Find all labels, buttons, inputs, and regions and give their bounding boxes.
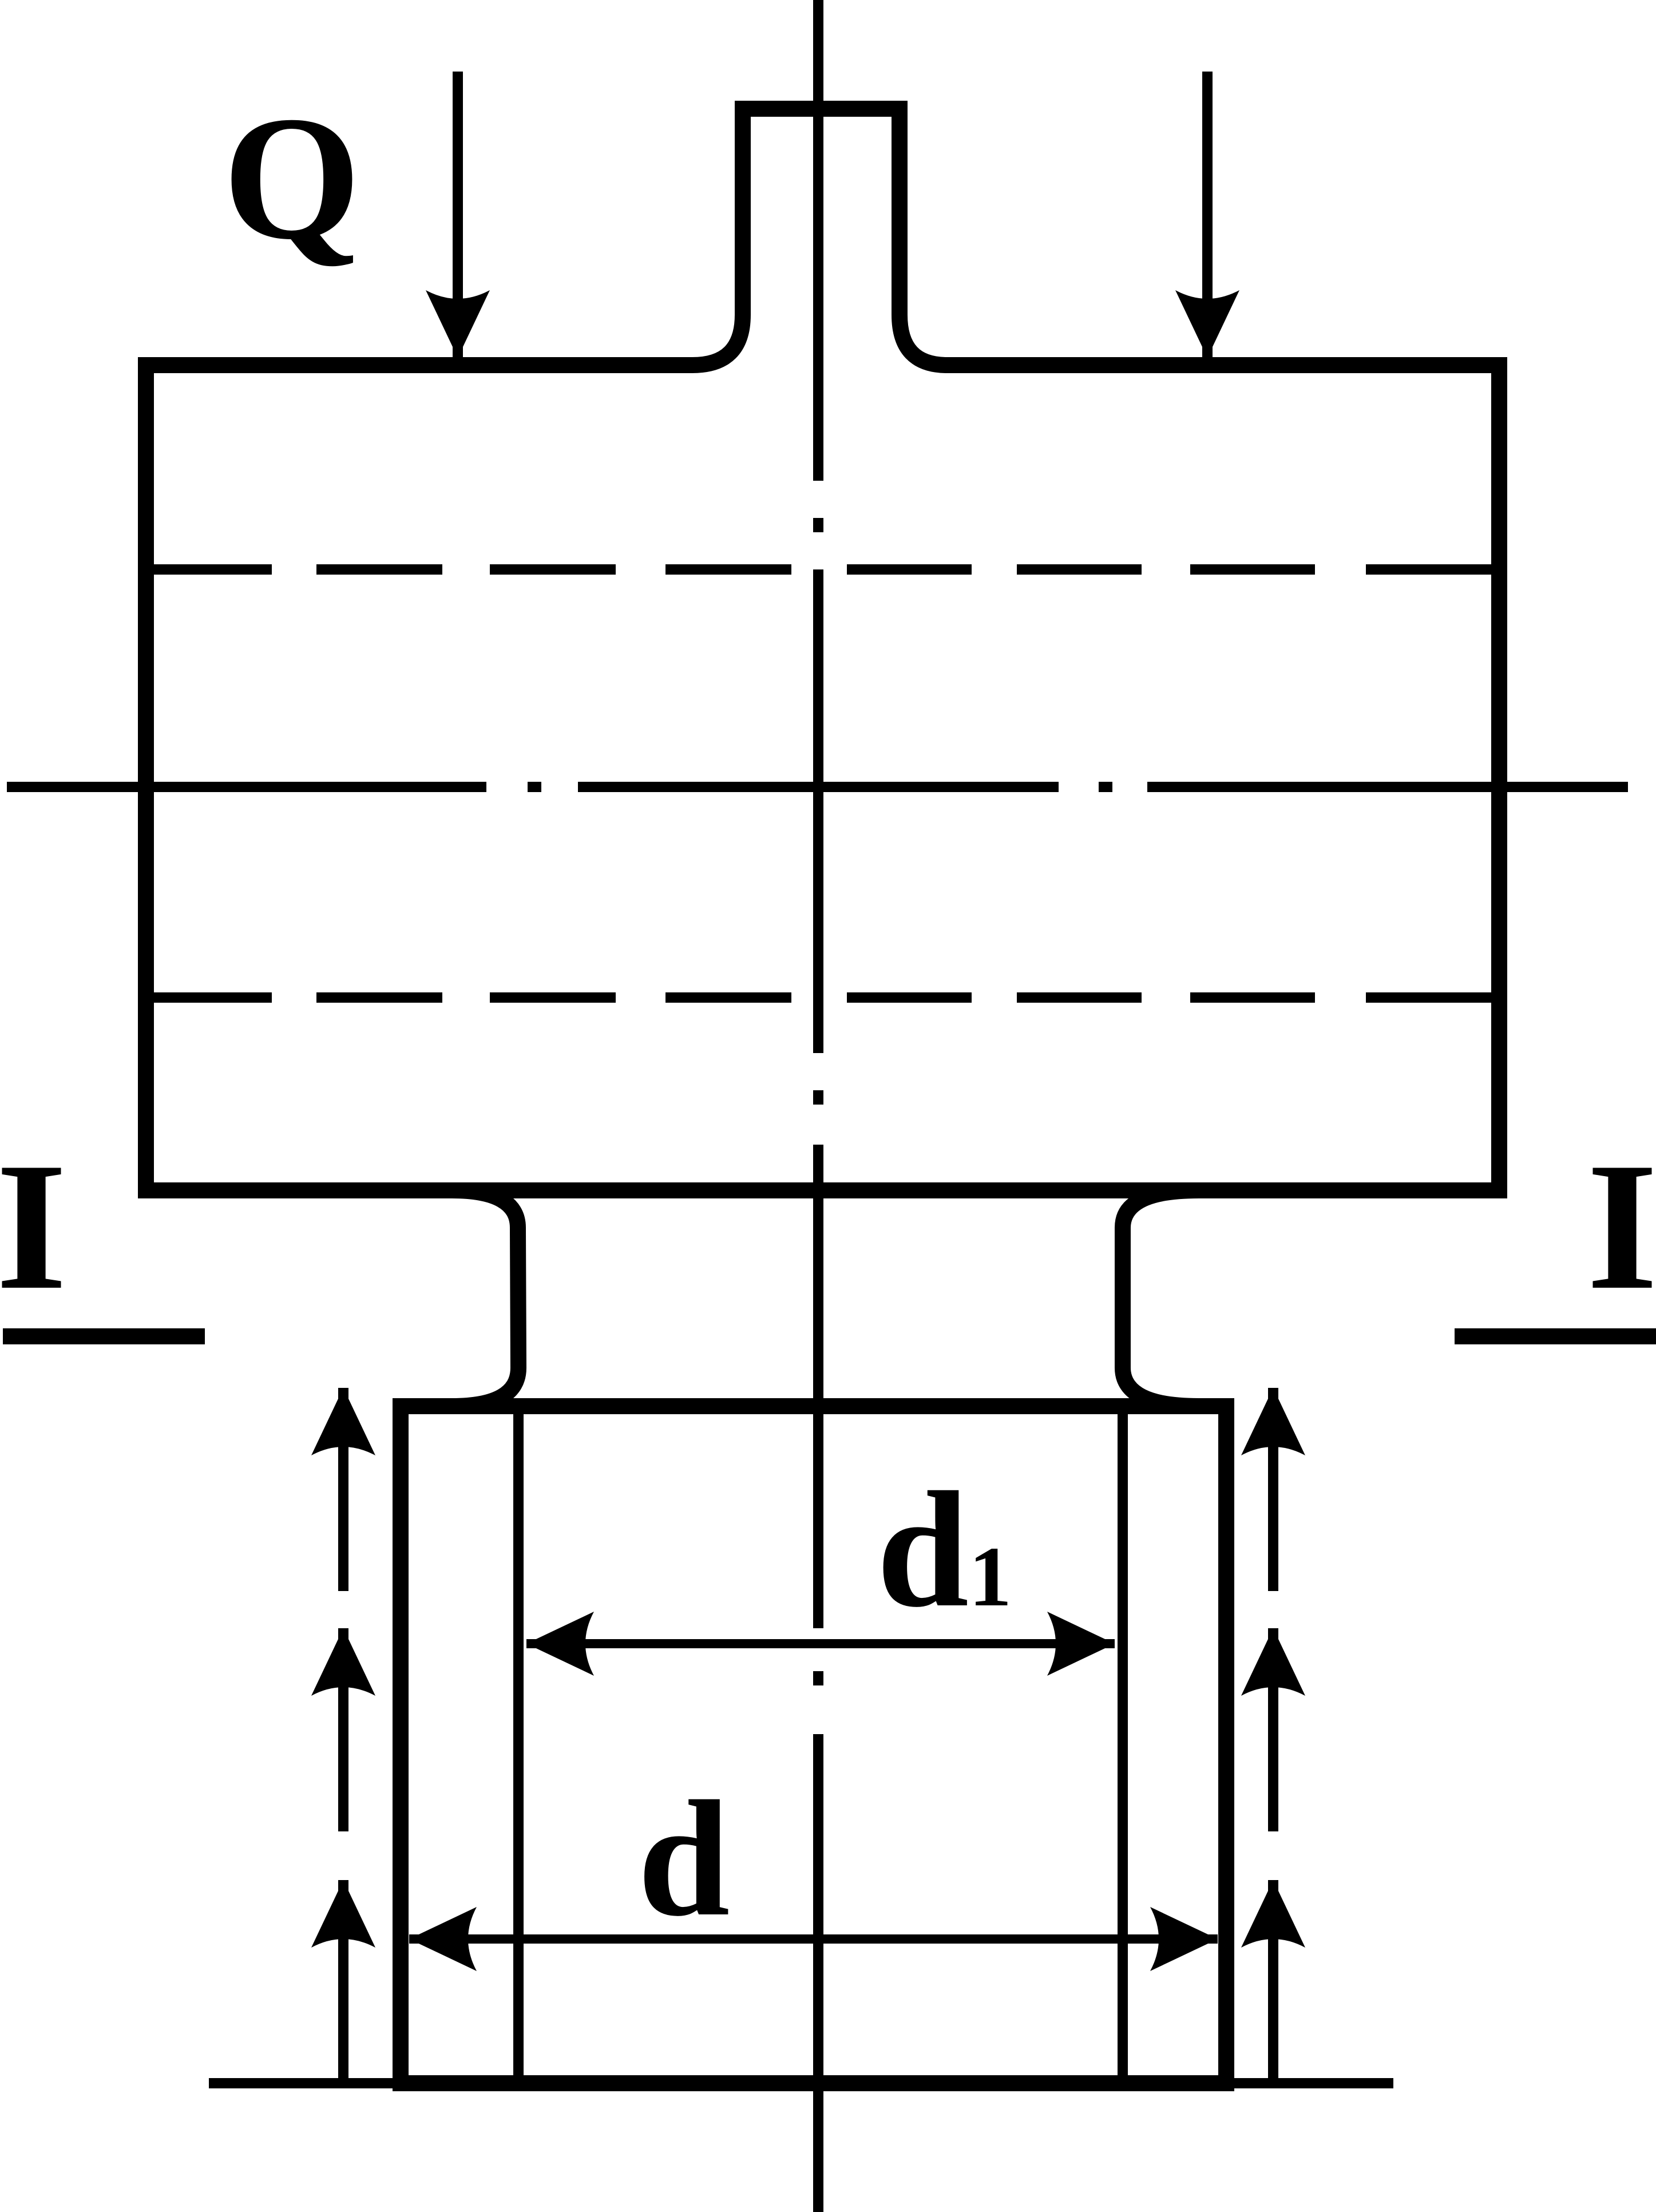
head-outline bbox=[138, 101, 1507, 1198]
inner-bore-lines bbox=[513, 1406, 1128, 2083]
section-label-right: I bbox=[1587, 1125, 1656, 1328]
inner-diameter-base: d bbox=[877, 1458, 969, 1641]
outer-diameter-label: d bbox=[637, 1767, 730, 1950]
section-label-left: I bbox=[0, 1125, 67, 1328]
section-mark-left: I bbox=[0, 1125, 205, 1344]
section-mark-right: I bbox=[1455, 1125, 1656, 1344]
load-label: Q bbox=[223, 80, 360, 276]
inner-diameter-subscript: 1 bbox=[969, 1529, 1012, 1624]
load-arrows bbox=[426, 72, 1239, 358]
inner-diameter-label: d1 bbox=[877, 1458, 1012, 1641]
neck-outline bbox=[451, 1182, 1199, 1414]
